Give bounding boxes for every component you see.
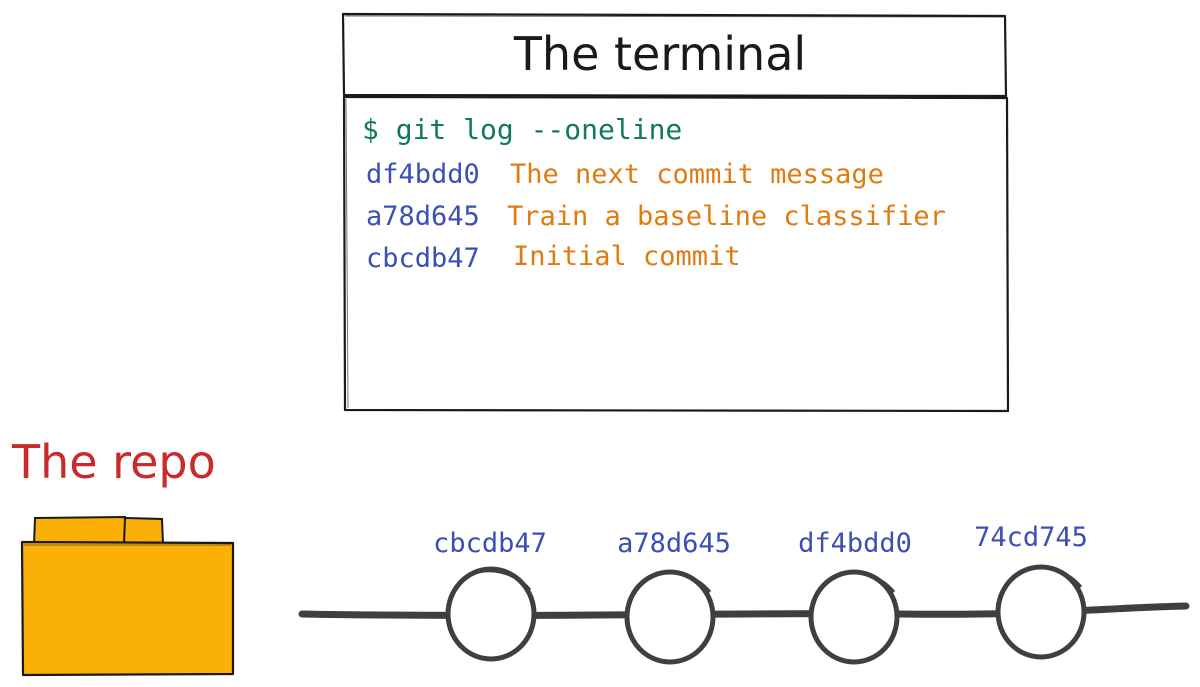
log-hash: df4bdd0 [366, 159, 480, 190]
log-hash: cbcdb47 [366, 243, 480, 274]
terminal-body [342, 95, 1010, 413]
commit-timeline: cbcdb47 a78d645 df4bdd0 74cd745 [298, 522, 1190, 665]
commit-hash-label: df4bdd0 [798, 528, 912, 559]
repo-label: The repo [11, 435, 216, 489]
terminal-title: The terminal [513, 27, 806, 81]
terminal-title-bar [341, 12, 1008, 98]
log-hash: a78d645 [366, 201, 480, 232]
commit-node [445, 566, 537, 662]
commit-node [808, 569, 900, 665]
commit-hash-label: a78d645 [617, 528, 731, 559]
terminal-command: $ git log --oneline [362, 113, 682, 146]
commit-node [624, 569, 716, 665]
commit-node [995, 564, 1087, 660]
log-message: Train a baseline classifier [507, 201, 946, 232]
commit-hash-label: cbcdb47 [433, 528, 547, 559]
commit-hash-label: 74cd745 [974, 522, 1088, 553]
folder-icon [20, 515, 235, 677]
terminal-window: The terminal $ git log --oneline df4bdd0… [341, 12, 1010, 413]
log-message: Initial commit [513, 241, 741, 272]
log-message: The next commit message [510, 159, 884, 190]
